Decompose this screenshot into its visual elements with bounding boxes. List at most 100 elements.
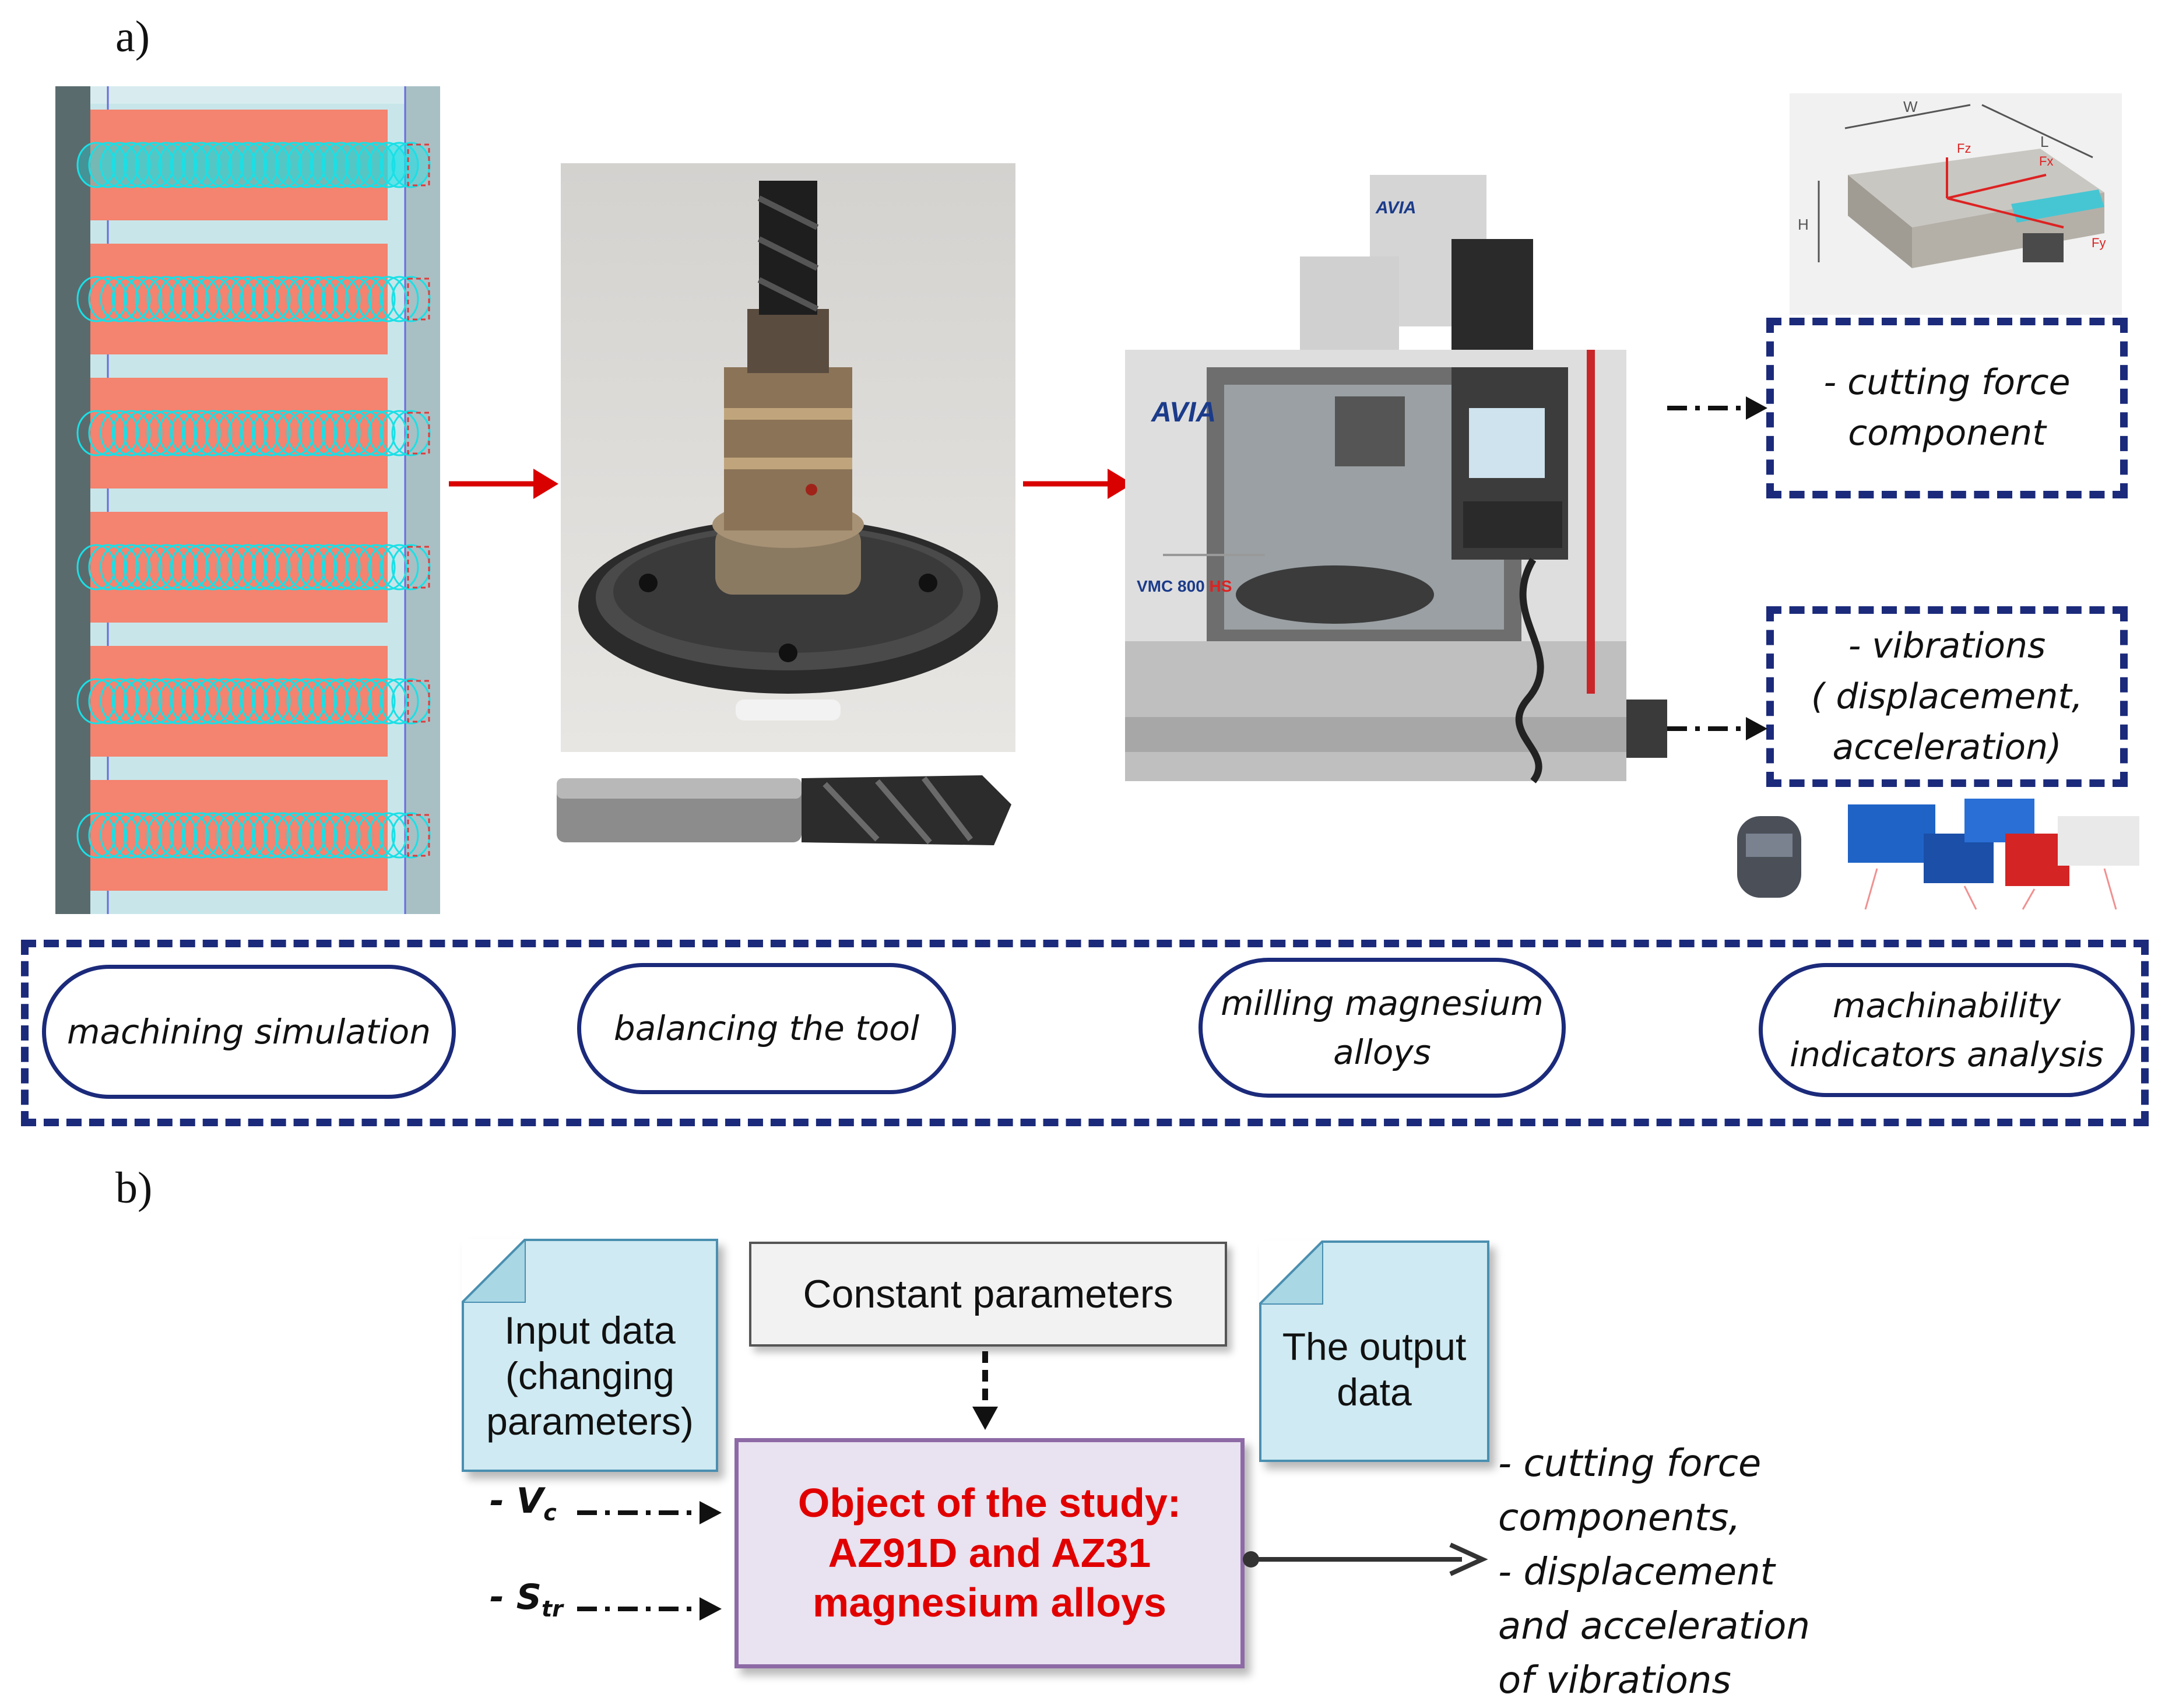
sim-workpiece-row	[90, 378, 388, 488]
sim-toolpath-circle	[228, 544, 268, 591]
sim-toolpath-circle	[158, 678, 198, 725]
sim-toolpath-circle	[146, 678, 186, 725]
sim-toolpath-circle	[205, 410, 244, 456]
sim-toolpath-circle	[333, 142, 372, 188]
sim-toolpath-circle	[333, 812, 372, 859]
sim-toolpath-circle	[263, 276, 303, 322]
sim-toolpath-circle	[368, 276, 407, 322]
sim-dash-marker	[407, 546, 430, 589]
sim-toolpath-circle	[135, 678, 174, 725]
sim-toolpath-circle	[170, 678, 209, 725]
sim-workpiece-row	[90, 512, 388, 623]
fixture-label-w: W	[1903, 98, 1918, 115]
sim-toolpath-circle	[135, 544, 174, 591]
sim-toolpath-circle	[275, 142, 314, 188]
sim-toolpath-circle	[205, 544, 244, 591]
input-data-label: Input data (changing parameters)	[486, 1309, 694, 1443]
sim-toolpath-circle	[240, 410, 279, 456]
sim-toolpath-circle	[240, 142, 279, 188]
sim-toolpath-circle	[275, 544, 314, 591]
sim-toolpath-circle	[251, 678, 291, 725]
note-fold-icon	[462, 1239, 526, 1303]
sim-toolpath-circle	[111, 410, 151, 456]
sim-toolpath-circle	[193, 276, 233, 322]
sim-toolpath-circle	[379, 410, 419, 456]
sim-toolpath-circle	[135, 812, 174, 859]
sim-workpiece-row	[90, 244, 388, 354]
sim-toolpath-circle	[158, 276, 198, 322]
sim-toolpath-circle	[356, 544, 396, 591]
sim-workpiece-row	[90, 110, 388, 220]
sim-toolpath-circle	[88, 812, 128, 859]
sim-toolpath-circle	[356, 812, 396, 859]
sim-toolpath-circle	[88, 410, 128, 456]
sim-toolpath-circle	[193, 410, 233, 456]
sim-toolpath-circle	[263, 544, 303, 591]
sim-toolpath-circle	[193, 812, 233, 859]
sim-toolpath-circle	[345, 812, 384, 859]
sim-toolpath-circle	[368, 812, 407, 859]
sim-workpiece-row	[90, 646, 388, 757]
sim-toolpath-circle	[356, 276, 396, 322]
sim-toolpath-circle	[333, 276, 372, 322]
sim-toolpath-circle	[216, 410, 256, 456]
sim-toolpath-circle	[240, 678, 279, 725]
sim-toolpath-circle	[298, 812, 338, 859]
sim-toolpath-circle	[251, 142, 291, 188]
sim-toolpath-circle	[298, 544, 338, 591]
sim-toolpath-circle	[158, 812, 198, 859]
sim-toolpath-circle	[88, 142, 128, 188]
sim-toolpath-circle	[286, 544, 326, 591]
sim-toolpath-circle	[181, 276, 221, 322]
machine-brand: AVIA	[1151, 397, 1217, 428]
sim-toolpath-circle	[251, 544, 291, 591]
cnc-machine-image: AVIA AVIA VMC 800 HS	[1125, 175, 1667, 793]
note-fold-icon	[1259, 1240, 1323, 1305]
sim-toolpath-circle	[193, 142, 233, 188]
param-str-label: - Str	[490, 1577, 563, 1622]
sim-toolpath-circle	[123, 410, 163, 456]
sim-toolpath-circle	[205, 678, 244, 725]
stage-milling-magnesium: milling magnesium alloys	[1199, 958, 1566, 1098]
sim-toolpath-circle	[76, 142, 116, 188]
sim-toolpath-circle	[275, 812, 314, 859]
sim-toolpath-circle	[146, 410, 186, 456]
sim-toolpath-circle	[123, 678, 163, 725]
sim-toolpath-circle	[368, 410, 407, 456]
machine-brand-top: AVIA	[1376, 198, 1417, 217]
sim-toolpath-circle	[181, 142, 221, 188]
arrow-object-to-results	[1243, 1542, 1488, 1576]
result-line: of vibrations	[1498, 1659, 1731, 1702]
fixture-label-h: H	[1798, 216, 1809, 233]
sim-toolpath-circle	[181, 544, 221, 591]
sim-toolpath-circle	[146, 142, 186, 188]
sim-toolpath-circle	[321, 544, 361, 591]
stage-machinability-analysis: machinability indicators analysis	[1759, 963, 2135, 1097]
sim-toolpath-circle	[310, 410, 349, 456]
results-text: - cutting force components, - displaceme…	[1498, 1437, 1810, 1708]
output-vibrations-line2: ( displacement,	[1811, 676, 2083, 717]
sim-toolpath-circle	[310, 142, 349, 188]
sim-toolpath-circle	[228, 410, 268, 456]
sim-toolpath-circle	[251, 410, 291, 456]
sim-toolpath-circle	[135, 410, 174, 456]
sim-toolpath-circle	[170, 544, 209, 591]
object-of-study-box: Object of the study: AZ91D and AZ31 magn…	[734, 1438, 1245, 1668]
fixture-label-fz: Fz	[1957, 141, 1971, 156]
sim-toolpath-circle	[158, 410, 198, 456]
sim-toolpath-circle	[356, 410, 396, 456]
sim-toolpath-circle	[100, 544, 139, 591]
output-cutting-force-label: - cutting force component	[1823, 362, 2071, 454]
sim-toolpath-circle	[100, 142, 139, 188]
fixture-label-l: L	[2040, 133, 2049, 150]
sim-toolpath-circle	[286, 276, 326, 322]
sim-toolpath-circle	[298, 410, 338, 456]
sim-toolpath-circle	[379, 276, 419, 322]
vibration-sensors-image	[1731, 793, 2157, 915]
panel-b-label: b)	[115, 1164, 153, 1213]
sim-toolpath-circle	[263, 812, 303, 859]
sim-toolpath-circle	[251, 812, 291, 859]
sim-toolpath-circle	[88, 544, 128, 591]
sim-toolpath-circle	[216, 276, 256, 322]
sim-toolpath-circle	[240, 812, 279, 859]
